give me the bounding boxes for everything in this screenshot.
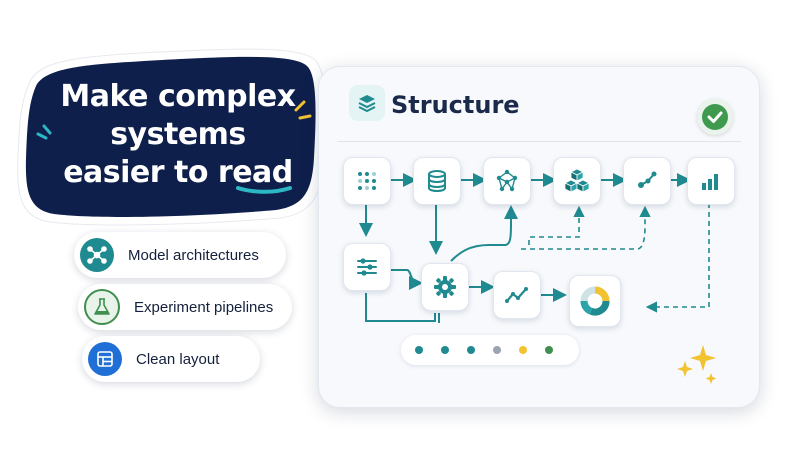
headline-line-2: systems [110, 117, 246, 152]
headline-background [17, 48, 326, 226]
feature-pill-clean-layout[interactable]: Clean layout [82, 336, 260, 382]
gear-icon[interactable] [421, 263, 469, 311]
feature-pill-experiment-pipelines[interactable]: Experiment pipelines [78, 284, 292, 330]
layers-icon [349, 85, 385, 121]
feature-label: Clean layout [136, 350, 220, 368]
spark-right-icon [294, 100, 312, 120]
page-dot[interactable] [415, 346, 423, 354]
feature-pill-model-architectures[interactable]: Model architectures [74, 232, 286, 278]
share-icon[interactable] [623, 157, 671, 205]
sparkle-icon [677, 345, 717, 384]
structure-card: Structure [318, 66, 760, 408]
flask-icon [84, 289, 120, 325]
spark-left-icon [36, 124, 52, 140]
divider [337, 141, 741, 142]
donut-chart-icon[interactable] [569, 275, 621, 327]
sliders-icon[interactable] [343, 243, 391, 291]
headline-line-3: easier to read [63, 155, 293, 190]
check-circle-icon[interactable] [697, 99, 733, 135]
database-icon[interactable] [413, 157, 461, 205]
graph-nodes-icon[interactable] [483, 157, 531, 205]
pagination-bar [401, 335, 579, 365]
bar-chart-icon[interactable] [687, 157, 735, 205]
grid-layout-icon [88, 342, 122, 376]
flow-connectors [359, 173, 710, 323]
page-dot[interactable] [441, 346, 449, 354]
page-dot[interactable] [545, 346, 553, 354]
page-dot[interactable] [493, 346, 501, 354]
headline-line-1: Make complex [60, 79, 296, 114]
headline-text: Make complex systems easier to read [38, 78, 318, 192]
line-chart-icon[interactable] [493, 271, 541, 319]
page-dot[interactable] [467, 346, 475, 354]
page-dot[interactable] [519, 346, 527, 354]
cubes-icon[interactable] [553, 157, 601, 205]
network-icon [80, 238, 114, 272]
feature-label: Model architectures [128, 246, 259, 264]
card-title: Structure [391, 91, 520, 119]
underline-accent [236, 186, 292, 194]
headline-badge: Make complex systems easier to read [10, 38, 340, 228]
dot-grid-icon[interactable] [343, 157, 391, 205]
feature-label: Experiment pipelines [134, 298, 274, 316]
